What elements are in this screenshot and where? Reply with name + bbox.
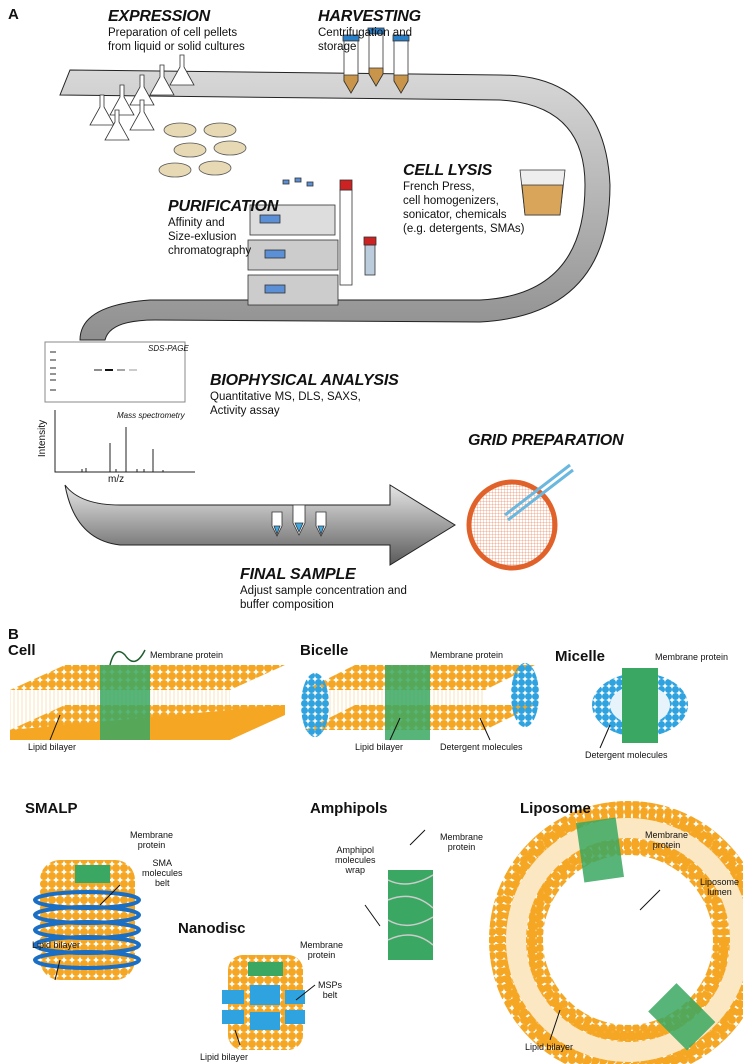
model-label: Lipid bilayer [32, 940, 81, 950]
step-text: chromatography [168, 245, 252, 257]
model-title: Amphipols [310, 800, 388, 817]
model-label: Lipid bilayer [525, 1042, 574, 1052]
model-label: Membrane protein [655, 652, 729, 662]
model-label: Membrane protein [300, 940, 344, 960]
liposome-model [489, 801, 743, 1064]
model-label: Amphipol molecules wrap [335, 845, 376, 875]
model-label: Membrane protein [430, 650, 504, 660]
amphipol-model [387, 870, 434, 960]
pipette-icon [504, 463, 574, 522]
petri-dish-icons [158, 122, 247, 178]
model-title: Bicelle [300, 642, 349, 659]
model-label: Membrane protein [130, 830, 174, 850]
final-arrow [64, 484, 456, 566]
label-arrows [49, 714, 661, 1046]
step-text: Centrifugation and [318, 27, 412, 39]
step-final-sample: FINAL SAMPLE Adjust sample concentration… [240, 566, 407, 612]
step-biophysical-analysis: BIOPHYSICAL ANALYSIS Quantitative MS, DL… [210, 372, 399, 418]
step-text: (e.g. detergents, SMAs) [403, 223, 525, 235]
mass-spec-xlabel: m/z [108, 474, 125, 485]
model-label: Membrane protein [150, 650, 224, 660]
step-title: FINAL SAMPLE [240, 566, 356, 583]
step-title: EXPRESSION [108, 8, 211, 25]
model-title: Micelle [555, 648, 606, 665]
step-grid-preparation: GRID PREPARATION [468, 432, 624, 449]
model-label: Lipid bilayer [200, 1052, 249, 1062]
step-purification: PURIFICATION Affinity and Size-exlusion … [168, 198, 278, 258]
process-band [59, 69, 611, 341]
micelle-model [592, 668, 688, 743]
mass-spectrum [54, 410, 195, 473]
step-text: Adjust sample concentration and [240, 585, 407, 597]
model-label: Lipid bilayer [355, 742, 404, 752]
mass-spec-ylabel: Intensity [37, 419, 49, 458]
step-text: storage [318, 41, 357, 53]
step-text: Preparation of cell pellets [108, 27, 238, 39]
model-label: Membrane protein [440, 832, 484, 852]
model-title: SMALP [25, 800, 78, 817]
panel-b-label: B [8, 626, 19, 643]
cell-membrane-model [10, 649, 285, 740]
mass-spec-label: Mass spectrometry [117, 411, 185, 420]
step-title: PURIFICATION [168, 198, 279, 215]
em-grid-icon [466, 479, 558, 571]
step-text: Affinity and [168, 217, 225, 229]
model-title: Cell [8, 642, 36, 659]
step-text: Quantitative MS, DLS, SAXS, [210, 391, 361, 403]
centrifuge-tube-icons [342, 27, 410, 94]
model-title: Nanodisc [178, 920, 246, 937]
step-title: CELL LYSIS [403, 162, 492, 179]
beaker-icon [519, 169, 566, 216]
smalp-model [33, 860, 141, 980]
step-harvesting: HARVESTING Centrifugation and storage [318, 8, 421, 54]
step-text: Size-exlusion [168, 231, 237, 243]
step-title: HARVESTING [318, 8, 421, 25]
model-title: Liposome [520, 800, 591, 817]
model-label: MSPs belt [318, 980, 343, 1000]
sds-page-label: SDS-PAGE [148, 344, 189, 353]
bicelle-model [301, 663, 539, 740]
step-text: French Press, [403, 181, 475, 193]
chromatography-system-icon [247, 177, 377, 306]
model-label: Detergent molecules [585, 750, 668, 760]
step-text: sonicator, chemicals [403, 209, 507, 221]
step-expression: EXPRESSION Preparation of cell pellets f… [108, 8, 245, 54]
step-text: buffer composition [240, 599, 334, 611]
model-label: SMA molecules belt [142, 858, 183, 888]
panel-a-label: A [8, 6, 19, 23]
step-text: Activity assay [210, 405, 280, 417]
model-label: Membrane protein [645, 830, 689, 850]
sds-page-gel [44, 341, 186, 403]
model-label: Liposome lumen [700, 877, 740, 897]
step-cell-lysis: CELL LYSIS French Press, cell homogenize… [403, 162, 524, 236]
model-label: Lipid bilayer [28, 742, 77, 752]
step-title: BIOPHYSICAL ANALYSIS [210, 372, 399, 389]
nanodisc-model [222, 955, 305, 1050]
model-label: Detergent molecules [440, 742, 523, 752]
sample-tube-icons [271, 504, 327, 537]
step-text: from liquid or solid cultures [108, 41, 245, 53]
step-text: cell homogenizers, [403, 195, 499, 207]
flask-icons [89, 54, 195, 141]
